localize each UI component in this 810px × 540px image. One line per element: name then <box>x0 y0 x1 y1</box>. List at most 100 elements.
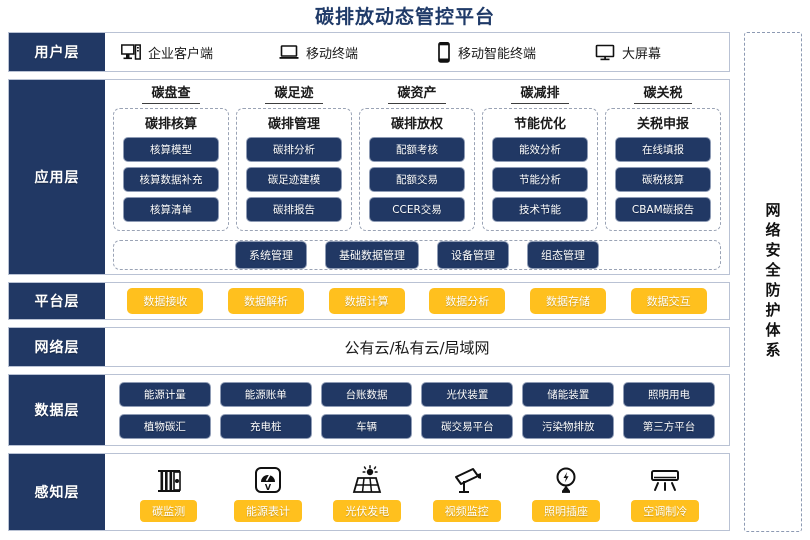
platform-item-interaction[interactable]: 数据交互 <box>630 288 707 314</box>
security-band: 网络安全防护体系 <box>744 32 802 532</box>
smartphone-icon <box>437 41 451 63</box>
cctv-camera-icon <box>451 461 483 495</box>
layer-network-label: 网络层 <box>9 328 105 366</box>
app-item[interactable]: 能效分析 <box>492 136 588 162</box>
app-group-title: 碳关税 <box>634 86 692 104</box>
application-management-box: 系统管理 基础数据管理 设备管理 组态管理 <box>113 239 721 270</box>
data-item[interactable]: 碳交易平台 <box>421 413 514 439</box>
app-item[interactable]: 核算模型 <box>123 136 219 162</box>
app-item[interactable]: 在线填报 <box>615 136 711 162</box>
data-item[interactable]: 照明用电 <box>623 381 715 407</box>
app-item[interactable]: 技术节能 <box>492 196 588 222</box>
data-item[interactable]: 第三方平台 <box>623 413 715 439</box>
app-item[interactable]: 配额交易 <box>369 166 465 192</box>
layer-data: 数据层 能源计量 能源账单 台账数据 光伏装置 储能装置 照明用电 植物碳汇 充… <box>8 374 730 446</box>
app-item[interactable]: 节能分析 <box>492 166 588 192</box>
perception-item-label: 能源表计 <box>233 499 302 522</box>
perception-item-carbon-monitoring[interactable]: 碳监测 <box>123 461 215 522</box>
solar-panel-icon <box>351 461 383 495</box>
data-item[interactable]: 植物碳汇 <box>119 413 211 439</box>
app-group-title: 碳足迹 <box>265 86 323 104</box>
mgmt-item-configuration[interactable]: 组态管理 <box>527 240 599 269</box>
app-group-subtitle: 碳排核算 <box>144 116 197 132</box>
layer-network: 网络层 公有云/私有云/局域网 <box>8 327 730 367</box>
desktop-tower-icon <box>121 43 141 61</box>
app-group-subtitle: 碳排管理 <box>267 116 320 132</box>
layer-stack: 用户层 <box>8 32 730 531</box>
layer-application-label: 应用层 <box>9 80 105 274</box>
data-item[interactable]: 充电桩 <box>219 413 312 439</box>
app-group-carbon-reduction: 碳减排 节能优化 能效分析 节能分析 技术节能 <box>482 86 598 231</box>
network-layer-text: 公有云/私有云/局域网 <box>344 338 490 357</box>
app-item[interactable]: CCER交易 <box>369 196 465 222</box>
user-item-mobile-terminal[interactable]: 移动终端 <box>279 43 429 62</box>
perception-item-energy-meter[interactable]: V 能源表计 <box>222 461 314 522</box>
user-item-label: 移动终端 <box>306 46 359 62</box>
perception-item-label: 碳监测 <box>140 499 198 522</box>
app-group-carbon-tariff: 碳关税 关税申报 在线填报 碳税核算 CBAM碳报告 <box>605 86 721 231</box>
data-item[interactable]: 能源账单 <box>219 381 312 407</box>
user-item-large-screen[interactable]: 大屏幕 <box>595 43 745 62</box>
platform-item-parse[interactable]: 数据解析 <box>227 288 304 314</box>
data-item[interactable]: 能源计量 <box>119 381 211 407</box>
laptop-icon <box>279 44 299 61</box>
carbon-sensor-icon <box>154 461 184 495</box>
platform-item-receive[interactable]: 数据接收 <box>127 288 204 314</box>
user-item-smart-mobile-terminal[interactable]: 移动智能终端 <box>437 41 587 63</box>
user-item-enterprise-client[interactable]: 企业客户端 <box>121 43 271 62</box>
layer-perception-label: 感知层 <box>9 454 105 530</box>
perception-item-photovoltaic[interactable]: 光伏发电 <box>321 461 413 522</box>
mgmt-item-device[interactable]: 设备管理 <box>437 240 509 269</box>
perception-item-lighting-socket[interactable]: 照明插座 <box>520 461 612 522</box>
perception-item-air-conditioning[interactable]: 空调制冷 <box>619 461 711 522</box>
app-group-carbon-asset: 碳资产 碳排放权 配额考核 配额交易 CCER交易 <box>359 86 475 231</box>
app-item[interactable]: 核算数据补充 <box>123 166 219 192</box>
perception-item-label: 光伏发电 <box>333 499 402 522</box>
light-bulb-icon <box>552 461 580 495</box>
user-item-label: 移动智能终端 <box>458 46 537 62</box>
data-item[interactable]: 光伏装置 <box>421 381 514 407</box>
app-item[interactable]: CBAM碳报告 <box>615 196 711 222</box>
layer-platform-label: 平台层 <box>9 283 105 319</box>
app-group-title: 碳资产 <box>388 86 446 104</box>
platform-item-analyze[interactable]: 数据分析 <box>429 288 506 314</box>
platform-item-storage[interactable]: 数据存储 <box>529 288 606 314</box>
perception-item-video-surveillance[interactable]: 视频监控 <box>421 461 513 522</box>
app-group-title: 碳减排 <box>511 86 569 104</box>
page-title: 碳排放动态管控平台 <box>314 6 495 28</box>
monitor-icon <box>595 44 615 61</box>
application-groups: 碳盘查 碳排核算 核算模型 核算数据补充 核算清单 碳足迹 碳排管理 碳排分析 <box>113 86 721 231</box>
data-item[interactable]: 台账数据 <box>320 381 413 407</box>
security-band-label: 网络安全防护体系 <box>763 202 782 362</box>
user-layer-items: 企业客户端 移动终端 <box>105 33 745 71</box>
app-group-carbon-inventory: 碳盘查 碳排核算 核算模型 核算数据补充 核算清单 <box>113 86 229 231</box>
layer-user-label: 用户层 <box>9 33 105 71</box>
mgmt-item-basic-data[interactable]: 基础数据管理 <box>325 240 419 269</box>
layer-platform: 平台层 数据接收 数据解析 数据计算 数据分析 数据存储 数据交互 <box>8 282 730 320</box>
app-group-subtitle: 碳排放权 <box>390 116 443 132</box>
layer-application: 应用层 碳盘查 碳排核算 核算模型 核算数据补充 核算清单 碳足迹 <box>8 79 730 275</box>
data-item[interactable]: 车辆 <box>320 413 413 439</box>
data-layer-grid: 能源计量 能源账单 台账数据 光伏装置 储能装置 照明用电 植物碳汇 充电桩 车… <box>105 375 729 445</box>
layer-user: 用户层 <box>8 32 730 72</box>
app-item[interactable]: 碳排分析 <box>246 136 342 162</box>
data-item[interactable]: 储能装置 <box>522 381 615 407</box>
air-conditioner-icon <box>649 461 681 495</box>
user-item-label: 企业客户端 <box>148 46 214 62</box>
perception-layer-items: 碳监测 V 能源表计 <box>105 454 729 530</box>
layer-data-label: 数据层 <box>9 375 105 445</box>
app-item[interactable]: 核算清单 <box>123 196 219 222</box>
app-item[interactable]: 配额考核 <box>369 136 465 162</box>
data-layer-row: 植物碳汇 充电桩 车辆 碳交易平台 污染物排放 第三方平台 <box>119 413 715 439</box>
data-layer-row: 能源计量 能源账单 台账数据 光伏装置 储能装置 照明用电 <box>119 381 715 407</box>
app-group-title: 碳盘查 <box>142 86 200 104</box>
app-item[interactable]: 碳排报告 <box>246 196 342 222</box>
layer-perception: 感知层 <box>8 453 730 531</box>
energy-meter-icon: V <box>253 461 283 495</box>
mgmt-item-system[interactable]: 系统管理 <box>235 240 307 269</box>
data-item[interactable]: 污染物排放 <box>522 413 615 439</box>
perception-item-label: 照明插座 <box>531 499 600 522</box>
app-item[interactable]: 碳足迹建模 <box>246 166 342 192</box>
app-item[interactable]: 碳税核算 <box>615 166 711 192</box>
platform-item-compute[interactable]: 数据计算 <box>328 288 405 314</box>
